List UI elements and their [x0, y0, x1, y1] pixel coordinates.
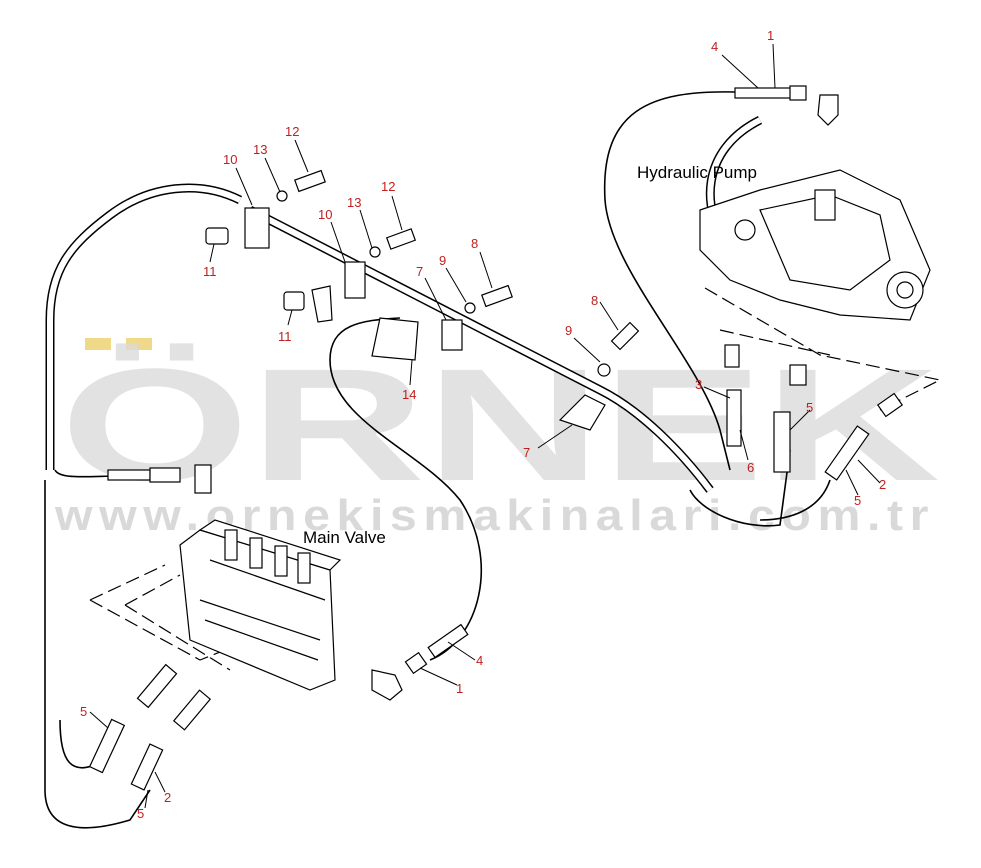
callout-number: 7 — [416, 264, 423, 279]
callout-number: 4 — [711, 39, 718, 54]
watermark-umlaut-dot — [126, 338, 152, 350]
callout-numbers: 1 4 12 13 10 11 12 13 10 11 8 9 7 14 8 9… — [80, 28, 886, 821]
protective-hose-left — [45, 115, 763, 493]
callout-number: 9 — [565, 323, 572, 338]
callout-number: 11 — [203, 264, 217, 279]
valve-elbow-fitting — [371, 669, 403, 701]
callout-number: 5 — [854, 493, 861, 508]
callout-number: 7 — [523, 445, 530, 460]
main-valve — [179, 464, 403, 701]
callout-number: 10 — [318, 207, 332, 222]
callout-number: 14 — [402, 387, 416, 402]
clamps-and-bolts — [205, 169, 640, 431]
callout-number: 10 — [223, 152, 237, 167]
callout-number: 3 — [695, 377, 702, 392]
callout-number: 5 — [80, 704, 87, 719]
callout-number: 2 — [879, 477, 886, 492]
watermark-url: www.ornekismakinalari.com.tr — [54, 491, 935, 540]
callout-number: 8 — [471, 236, 478, 251]
callout-number: 1 — [456, 681, 463, 696]
callout-number: 11 — [278, 329, 292, 344]
hydraulic-pump-label: Hydraulic Pump — [637, 163, 757, 182]
callout-number: 4 — [476, 653, 483, 668]
callout-number: 12 — [381, 179, 395, 194]
callout-number: 6 — [747, 460, 754, 475]
callout-number: 5 — [137, 806, 144, 821]
callout-number: 2 — [164, 790, 171, 805]
hydraulic-pump — [699, 94, 931, 321]
callout-number: 5 — [806, 400, 813, 415]
callout-number: 12 — [285, 124, 299, 139]
watermark-umlaut-dot — [85, 338, 111, 350]
hose-fittings — [88, 85, 904, 791]
callout-number: 9 — [439, 253, 446, 268]
main-valve-label: Main Valve — [303, 528, 386, 547]
elbow-fitting — [817, 94, 839, 126]
callout-number: 13 — [347, 195, 361, 210]
callout-number: 1 — [767, 28, 774, 43]
leader-lines — [89, 43, 881, 809]
callout-number: 13 — [253, 142, 267, 157]
callout-number: 8 — [591, 293, 598, 308]
watermark-brand: ÖRNEK — [60, 335, 940, 514]
dashed-frames — [89, 287, 942, 671]
